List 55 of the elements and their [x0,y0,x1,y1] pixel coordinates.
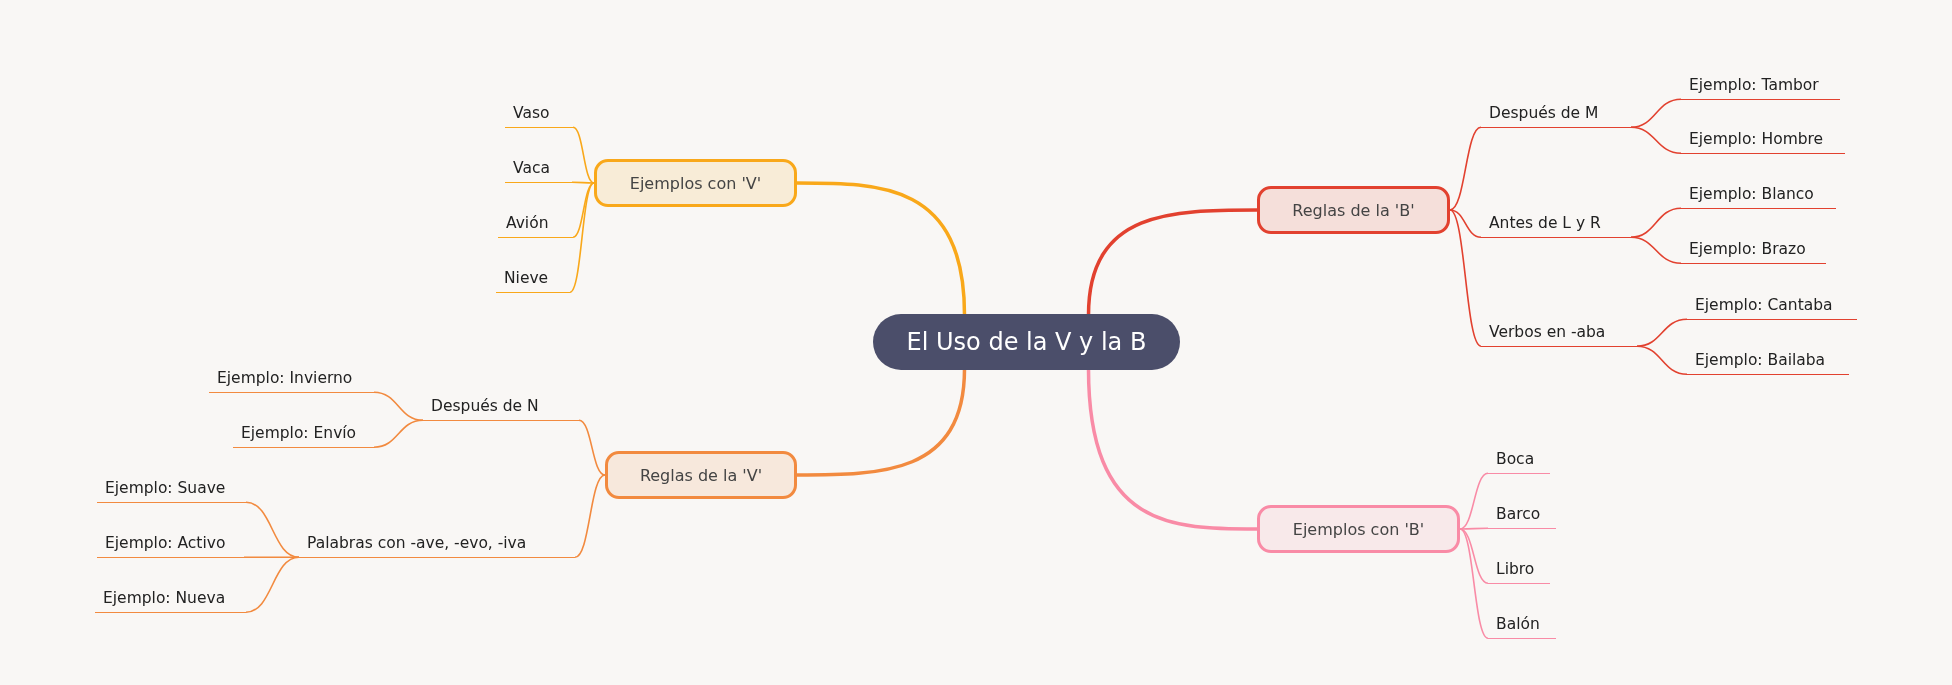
topic-label: Antes de L y R [1481,208,1631,238]
connector [373,391,424,422]
connector [572,182,595,239]
topic-label: Ejemplo: Blanco [1681,179,1836,209]
topic-label: Palabras con -ave, -evo, -iva [299,528,575,558]
connector [797,181,967,316]
connector [245,556,300,614]
connector [1449,209,1482,348]
topic-label: Después de M [1481,98,1631,128]
connector [1459,527,1489,530]
topic-label: Ejemplo: Brazo [1681,234,1826,264]
topic-label: Avión [498,208,573,238]
connector [1636,318,1688,348]
connector [1630,98,1682,129]
topic-label: Vaca [505,153,572,183]
topic-label: Balón [1488,609,1556,639]
connector [1459,472,1489,530]
topic-label: Barco [1488,499,1556,529]
topic-label: Ejemplo: Nueva [95,583,246,613]
branch-box: Reglas de la 'V' [605,451,797,499]
connector [1636,345,1688,376]
topic-label: Boca [1488,444,1550,474]
connector [1449,126,1482,211]
topic-label: Ejemplo: Suave [97,473,246,503]
topic-label: Nieve [496,263,570,293]
connector [1630,126,1682,155]
connector [569,182,595,294]
central-topic: El Uso de la V y la B [873,314,1180,370]
connector [578,419,606,476]
connector [1449,209,1482,239]
connector [1086,368,1257,531]
topic-label: Ejemplo: Activo [97,528,244,558]
connector [1630,207,1682,239]
topic-label: Vaso [505,98,573,128]
connector [1086,208,1257,316]
topic-label: Verbos en -aba [1481,317,1637,347]
connector [373,419,424,449]
connector [1630,236,1682,265]
connector [574,474,606,559]
connector [572,126,595,184]
topic-label: Ejemplo: Invierno [209,363,374,393]
topic-label: Ejemplo: Bailaba [1687,345,1849,375]
topic-label: Después de N [423,391,579,421]
topic-label: Ejemplo: Hombre [1681,124,1845,154]
topic-label: Ejemplo: Cantaba [1687,290,1857,320]
connector [1459,528,1489,640]
branch-box: Ejemplos con 'B' [1257,505,1460,553]
topic-label: Ejemplo: Envío [233,418,374,448]
branch-box: Reglas de la 'B' [1257,186,1450,234]
branch-box: Ejemplos con 'V' [594,159,797,207]
topic-label: Ejemplo: Tambor [1681,70,1840,100]
connector [797,368,967,477]
connector [571,181,595,184]
connector [243,556,300,559]
topic-label: Libro [1488,554,1550,584]
